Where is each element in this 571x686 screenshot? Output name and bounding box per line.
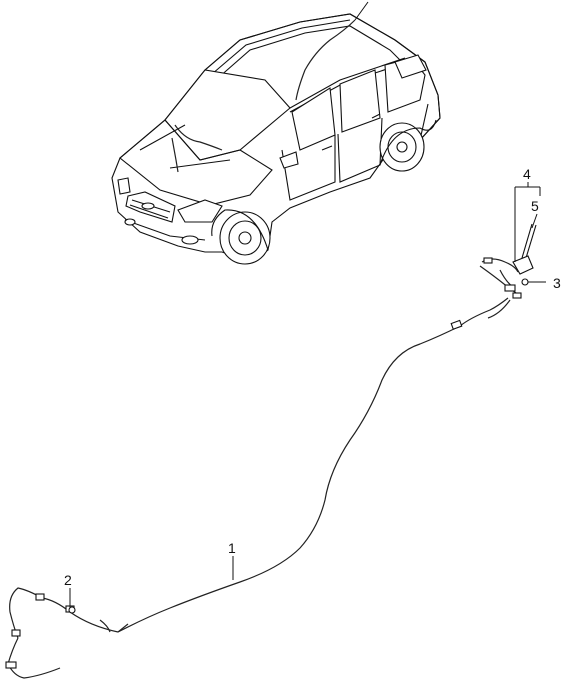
cable-assembly xyxy=(5,297,511,679)
callout-labels: 1 2 3 4 5 xyxy=(64,166,561,588)
callout-3: 3 xyxy=(553,275,561,291)
vehicle-illustration xyxy=(111,1,441,265)
callout-2: 2 xyxy=(64,572,72,588)
antenna-assembly xyxy=(479,223,537,299)
callout-5: 5 xyxy=(531,198,539,214)
callout-4: 4 xyxy=(523,166,531,182)
callout-leaders xyxy=(69,182,546,608)
callout-1: 1 xyxy=(228,540,236,556)
